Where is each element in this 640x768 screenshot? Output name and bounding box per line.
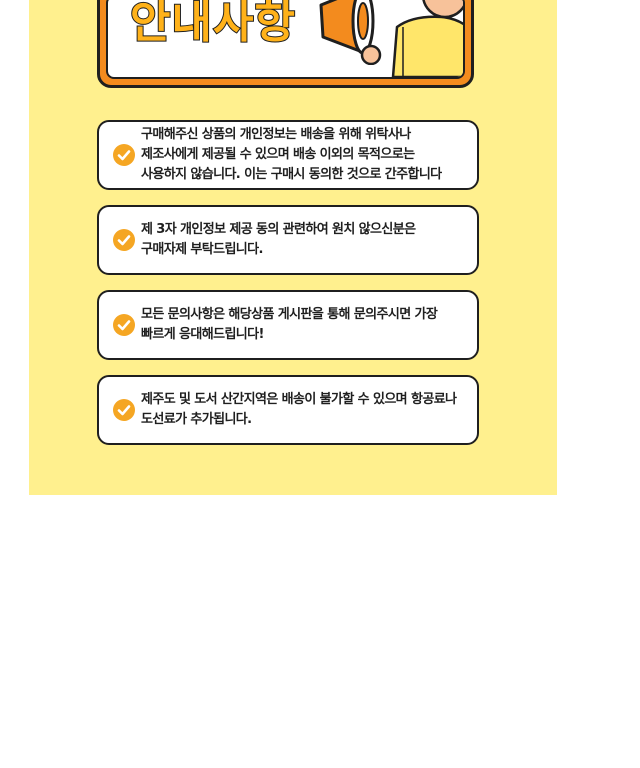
notice-text: 구매해주신 상품의 개인정보는 배송을 위해 위탁사나 제조사에게 제공될 수 …	[141, 127, 442, 182]
notice-banner: 안내사항	[97, 0, 474, 88]
notice-card: 모든 문의사항은 해당상품 게시판을 통해 문의주시면 가장 빠르게 응대해드립…	[97, 290, 479, 360]
banner-title: 안내사항	[129, 0, 296, 49]
check-circle-icon	[113, 229, 135, 251]
notice-card: 구매해주신 상품의 개인정보는 배송을 위해 위탁사나 제조사에게 제공될 수 …	[97, 120, 479, 190]
notice-card: 제 3자 개인정보 제공 동의 관련하여 원치 않으신분은 구매자제 부탁드립니…	[97, 205, 479, 275]
megaphone-icon	[319, 0, 382, 65]
notice-text: 제 3자 개인정보 제공 동의 관련하여 원치 않으신분은 구매자제 부탁드립니…	[141, 222, 416, 257]
check-circle-icon	[113, 399, 135, 421]
notice-text: 제주도 및 도서 산간지역은 배송이 불가할 수 있으며 항공료나 도선료가 추…	[141, 392, 457, 427]
character-illustration	[391, 0, 463, 77]
check-circle-icon	[113, 314, 135, 336]
notice-text: 모든 문의사항은 해당상품 게시판을 통해 문의주시면 가장 빠르게 응대해드립…	[141, 307, 438, 342]
notice-card: 제주도 및 도서 산간지역은 배송이 불가할 수 있으며 항공료나 도선료가 추…	[97, 375, 479, 445]
notice-banner-frame: 안내사항	[106, 0, 465, 79]
check-circle-icon	[113, 144, 135, 166]
